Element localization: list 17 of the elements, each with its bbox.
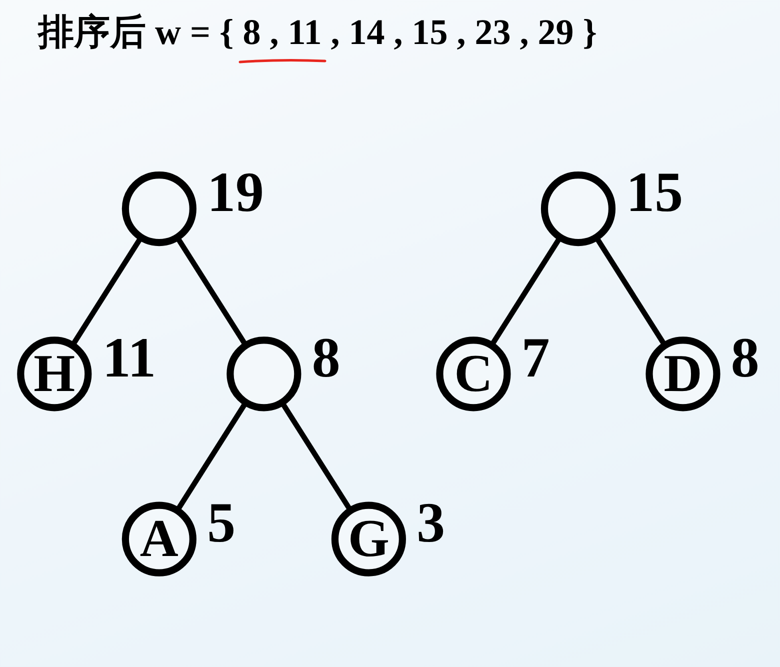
node-circle — [540, 172, 616, 246]
weight-label: 19 — [207, 161, 264, 224]
weight-label: 3 — [416, 492, 446, 555]
node-circle — [226, 336, 302, 412]
weight-label: 7 — [521, 326, 550, 390]
weight-label: 5 — [207, 492, 236, 555]
weight-label: 11 — [102, 326, 156, 390]
node-circle — [122, 172, 196, 246]
node-circle: G — [331, 502, 406, 577]
node-circle: H — [17, 336, 92, 412]
node-circle: C — [436, 336, 511, 412]
title: 排序后 w = { 8 , 11 , 14 , 15 , 23 , 29 } — [38, 11, 597, 54]
node-circle: D — [646, 336, 720, 412]
weight-label: 8 — [312, 326, 340, 390]
weight-label: 15 — [626, 161, 683, 224]
weight-label: 8 — [730, 326, 760, 390]
node-circle: A — [122, 502, 196, 577]
